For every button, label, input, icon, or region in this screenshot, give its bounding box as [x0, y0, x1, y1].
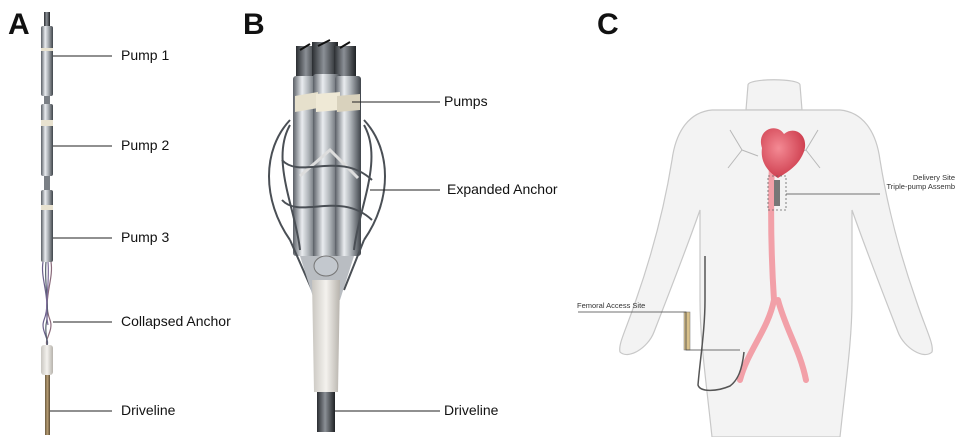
label-delivery-site: Delivery Site Triple-pump Assemb: [882, 173, 955, 192]
panel-a-device: [41, 12, 112, 435]
label-delivery-site-line-2: Triple-pump Assemb: [882, 182, 955, 191]
panel-a-shaft: [41, 345, 53, 375]
label-expanded-anchor: Expanded Anchor: [447, 181, 558, 197]
panel-b-pump-caps: [296, 40, 356, 76]
label-pump-2: Pump 2: [121, 137, 169, 153]
panel-a-top-tip: [44, 12, 50, 26]
label-driveline-b: Driveline: [444, 402, 498, 418]
label-femoral-access-site: Femoral Access Site: [577, 301, 645, 310]
panel-a-pump-3: [41, 190, 53, 262]
label-pump-3: Pump 3: [121, 229, 169, 245]
label-driveline-a: Driveline: [121, 402, 175, 418]
label-delivery-site-line-1: Delivery Site: [882, 173, 955, 182]
panel-a-collapsed-anchor: [43, 262, 52, 345]
panel-a-pump-2: [41, 104, 53, 176]
panel-b-shaft: [312, 280, 340, 392]
panel-a-leader-lines: [50, 56, 112, 411]
label-pumps: Pumps: [444, 93, 488, 109]
panel-letter-b: B: [243, 10, 265, 40]
panel-letter-a: A: [8, 10, 30, 40]
panel-c-body: [578, 80, 932, 437]
panel-b-device: [269, 40, 440, 432]
label-pump-1: Pump 1: [121, 47, 169, 63]
panel-b-driveline: [317, 392, 335, 432]
panel-letter-c: C: [597, 10, 619, 40]
panel-a-pump-1: [41, 26, 53, 96]
panel-a-driveline: [45, 375, 50, 435]
label-collapsed-anchor: Collapsed Anchor: [121, 313, 231, 329]
